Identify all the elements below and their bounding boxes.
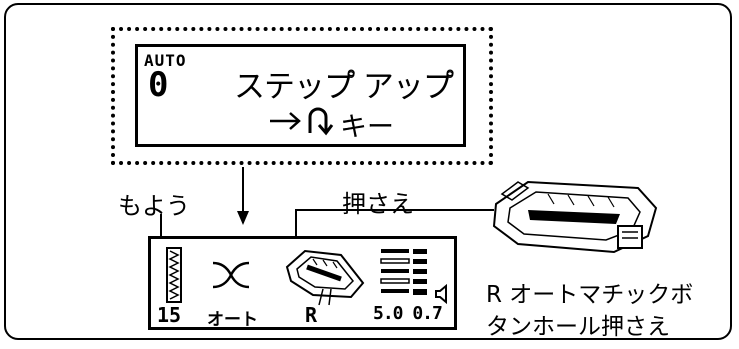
stitch-setting-bars-icon xyxy=(380,249,427,295)
highlight-dotted-box xyxy=(111,27,493,165)
pattern-leader-line xyxy=(160,214,162,240)
foot-name-line1: R オートマチックボ xyxy=(486,282,694,308)
bottom-lcd-screen: 15 オート R 5.0 0.7 xyxy=(148,236,457,330)
top-lcd-screen: AUTO 0 ステップ゚ アップ゚ キー xyxy=(135,44,466,147)
auto-mode-text: オート xyxy=(207,310,258,330)
arrow-right-icon xyxy=(270,112,301,130)
presser-leader-line xyxy=(295,209,494,241)
pattern-label: もよう xyxy=(118,192,190,220)
reverse-stitch-icon xyxy=(308,107,334,136)
foot-name-line2: タンホール押さえ xyxy=(486,314,670,340)
foot-letter: R xyxy=(305,303,318,327)
presser-foot-icon xyxy=(285,249,365,306)
key-hint-label: キー xyxy=(340,112,394,143)
mode-digit: 0 xyxy=(148,65,169,105)
buttonhole-pattern-icon xyxy=(166,247,182,303)
stitch-settings-values: 5.0 0.7 xyxy=(373,303,443,324)
auto-mode-label: AUTO xyxy=(144,51,187,70)
speaker-icon xyxy=(435,283,447,305)
down-arrow-icon xyxy=(237,167,249,225)
buttonhole-presser-foot-image xyxy=(492,180,658,254)
illustration-frame xyxy=(4,3,732,340)
pattern-number: 15 xyxy=(157,303,182,327)
step-up-message: ステップ゚ アップ゚ xyxy=(234,69,454,105)
presser-foot-label: 押さえ xyxy=(342,190,414,218)
auto-stitch-icon xyxy=(212,261,250,289)
